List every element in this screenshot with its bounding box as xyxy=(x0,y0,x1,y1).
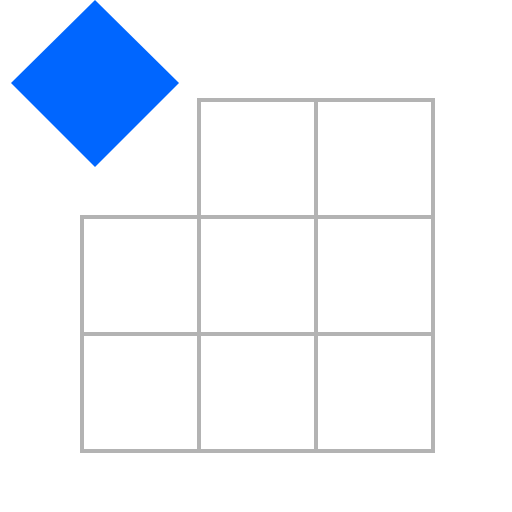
blue-diamond-shape xyxy=(11,0,179,167)
grid-cell xyxy=(314,332,435,453)
grid-of-squares xyxy=(80,98,435,453)
